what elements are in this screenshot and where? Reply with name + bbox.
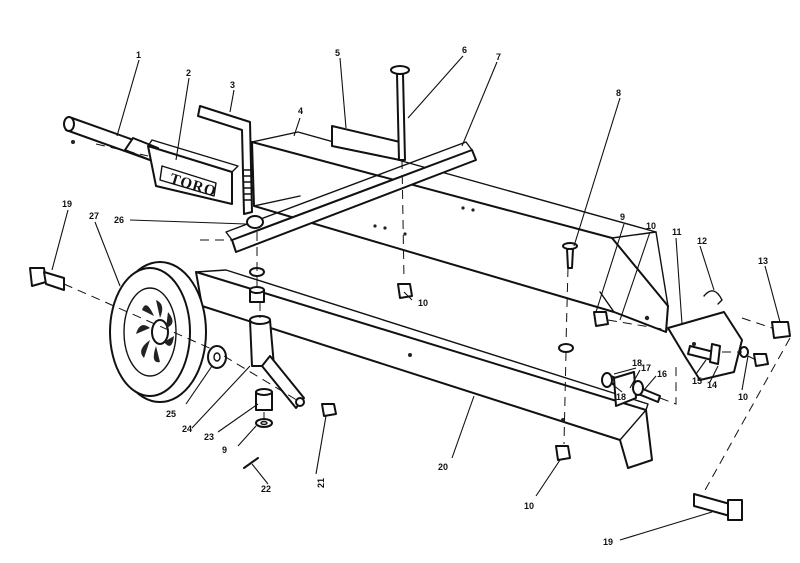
wheel: [109, 261, 207, 403]
carriage-bolt-small: [562, 242, 578, 269]
callout-21: 21: [316, 478, 326, 488]
callout-26: 26: [114, 215, 124, 225]
callout-11: 11: [672, 227, 682, 237]
callout-18-lower: 18: [616, 392, 626, 402]
washer-frame: [558, 343, 574, 353]
spacer: [255, 388, 273, 411]
callout-19-upper: 19: [62, 199, 72, 209]
callout-24: 24: [182, 424, 192, 434]
main-frame: [251, 131, 669, 333]
callout-2: 2: [186, 68, 191, 78]
callout-10-right: 10: [738, 392, 748, 402]
callout-7: 7: [496, 52, 501, 62]
bushing-16: [632, 380, 644, 396]
callout-22: 22: [261, 484, 271, 494]
nut-right-frame: [593, 311, 609, 327]
callout-10-bottom: 10: [524, 501, 534, 511]
callout-8: 8: [616, 88, 621, 98]
callout-18-upper: 18: [632, 358, 642, 368]
callout-4: 4: [298, 106, 303, 116]
assembly-lines: [63, 143, 791, 493]
bolt-15: [687, 343, 721, 365]
callout-5: 5: [335, 48, 340, 58]
wheel-arm: [249, 315, 305, 409]
callout-13: 13: [758, 256, 768, 266]
callout-27: 27: [89, 211, 99, 221]
bushing-18-left: [601, 372, 613, 388]
callout-10-upper-right: 10: [646, 221, 656, 231]
callout-12: 12: [697, 236, 707, 246]
callout-1: 1: [136, 50, 141, 60]
handle-bracket: TORO: [147, 139, 239, 205]
spring-clip: [703, 290, 723, 305]
callout-3: 3: [230, 80, 235, 90]
callout-19-lower: 19: [603, 537, 613, 547]
side-bracket: [667, 311, 743, 381]
nut-bottom: [555, 445, 571, 461]
handle-tube: [63, 116, 159, 161]
callout-15: 15: [692, 376, 702, 386]
adjust-knob: [771, 321, 791, 339]
callout-10-top-nut: 10: [418, 298, 428, 308]
carriage-bolt: [390, 65, 410, 161]
nut-right-small: [753, 353, 769, 367]
shoulder-bolt-left: [29, 267, 65, 291]
callout-labels: 1 2 3 4 5 6 7 8 9 10 11 12 13 19 27 26 1…: [62, 45, 768, 547]
l-pin: [197, 105, 253, 215]
callout-23: 23: [204, 432, 214, 442]
washer-lower: [255, 418, 273, 428]
callout-20: 20: [438, 462, 448, 472]
callout-17: 17: [641, 363, 651, 373]
leader-lines: [51, 55, 781, 541]
bracket-17: [613, 371, 637, 407]
plate: [331, 125, 401, 161]
cross-bar: [225, 141, 477, 253]
callout-14: 14: [707, 380, 717, 390]
nut-21: [321, 403, 337, 417]
wheel-washer: [207, 345, 227, 369]
callout-16: 16: [657, 369, 667, 379]
shoulder-bolt-bottom: [693, 493, 743, 521]
cotter-pin: [243, 457, 259, 469]
callout-6: 6: [462, 45, 467, 55]
callout-9-lower: 9: [222, 445, 227, 455]
callout-25: 25: [166, 409, 176, 419]
nut-top: [397, 283, 413, 299]
callout-9-upper: 9: [620, 212, 625, 222]
